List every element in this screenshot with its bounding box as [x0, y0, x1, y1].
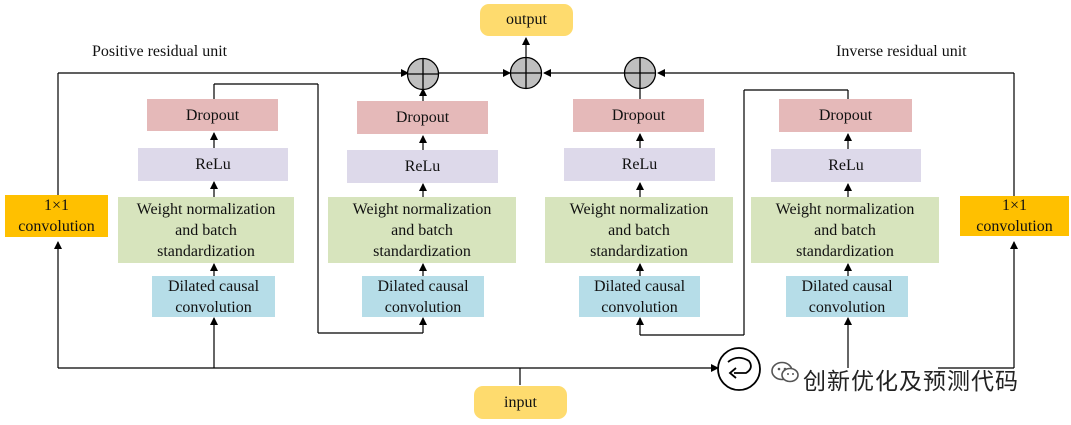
weight-norm-box: Weight normalization and batch standardi… [118, 197, 294, 263]
adder-circle-plus-icon [406, 57, 440, 91]
wn-line2: and batch [608, 221, 670, 239]
inverse-unit-label: Inverse residual unit [836, 43, 967, 60]
wn-line1: Weight normalization [136, 200, 276, 218]
dropout-box: Dropout [573, 99, 704, 132]
wn-line3: standardization [796, 242, 894, 260]
conv-1x1-line2: convolution [18, 218, 95, 235]
relu-box: ReLu [564, 148, 715, 181]
conv-1x1-left: 1×1 convolution [5, 195, 108, 237]
wn-line3: standardization [157, 242, 255, 260]
conv-1x1-right: 1×1 convolution [960, 196, 1069, 236]
dcc-line1: Dilated causal [801, 277, 893, 295]
conv-1x1-line1: 1×1 [1001, 197, 1028, 214]
dcc-line2: convolution [384, 298, 462, 316]
conv-1x1-line2: convolution [976, 218, 1053, 235]
positive-unit-label: Positive residual unit [92, 43, 228, 60]
adder-circle-plus-icon [509, 56, 543, 90]
wn-line2: and batch [391, 221, 453, 239]
dilated-conv-box: Dilated causal convolution [786, 276, 908, 317]
wn-line1: Weight normalization [775, 200, 915, 218]
relu-box: ReLu [347, 150, 498, 183]
watermark-text: 创新优化及预测代码 [803, 369, 1019, 395]
wn-line2: and batch [814, 221, 876, 239]
wn-line1: Weight normalization [352, 200, 492, 218]
dropout-box: Dropout [147, 99, 278, 131]
wechat-icon [771, 361, 799, 383]
dilated-conv-box: Dilated causal convolution [152, 276, 275, 317]
relu-box: ReLu [138, 148, 288, 181]
relu-box: ReLu [771, 149, 921, 182]
dilated-conv-box: Dilated causal convolution [579, 276, 700, 317]
weight-norm-box: Weight normalization and batch standardi… [751, 197, 939, 263]
wn-line2: and batch [175, 221, 237, 239]
output-node: output [480, 4, 573, 36]
dropout-box: Dropout [779, 99, 912, 132]
dropout-box: Dropout [357, 101, 488, 134]
weight-norm-box: Weight normalization and batch standardi… [545, 197, 733, 263]
dcc-line1: Dilated causal [377, 277, 469, 295]
dcc-line2: convolution [808, 298, 886, 316]
input-node: input [474, 386, 567, 419]
conv-1x1-line1: 1×1 [43, 197, 70, 214]
wn-line3: standardization [373, 242, 471, 260]
dcc-line2: convolution [601, 298, 678, 316]
reverse-arrow-icon [717, 347, 761, 391]
weight-norm-box: Weight normalization and batch standardi… [328, 197, 516, 263]
adder-circle-plus-icon [623, 56, 657, 90]
dcc-line1: Dilated causal [593, 277, 686, 295]
dcc-line2: convolution [175, 298, 252, 316]
wn-line3: standardization [590, 242, 688, 260]
dilated-conv-box: Dilated causal convolution [362, 276, 484, 317]
wn-line1: Weight normalization [569, 200, 709, 218]
dcc-line1: Dilated causal [167, 277, 260, 295]
